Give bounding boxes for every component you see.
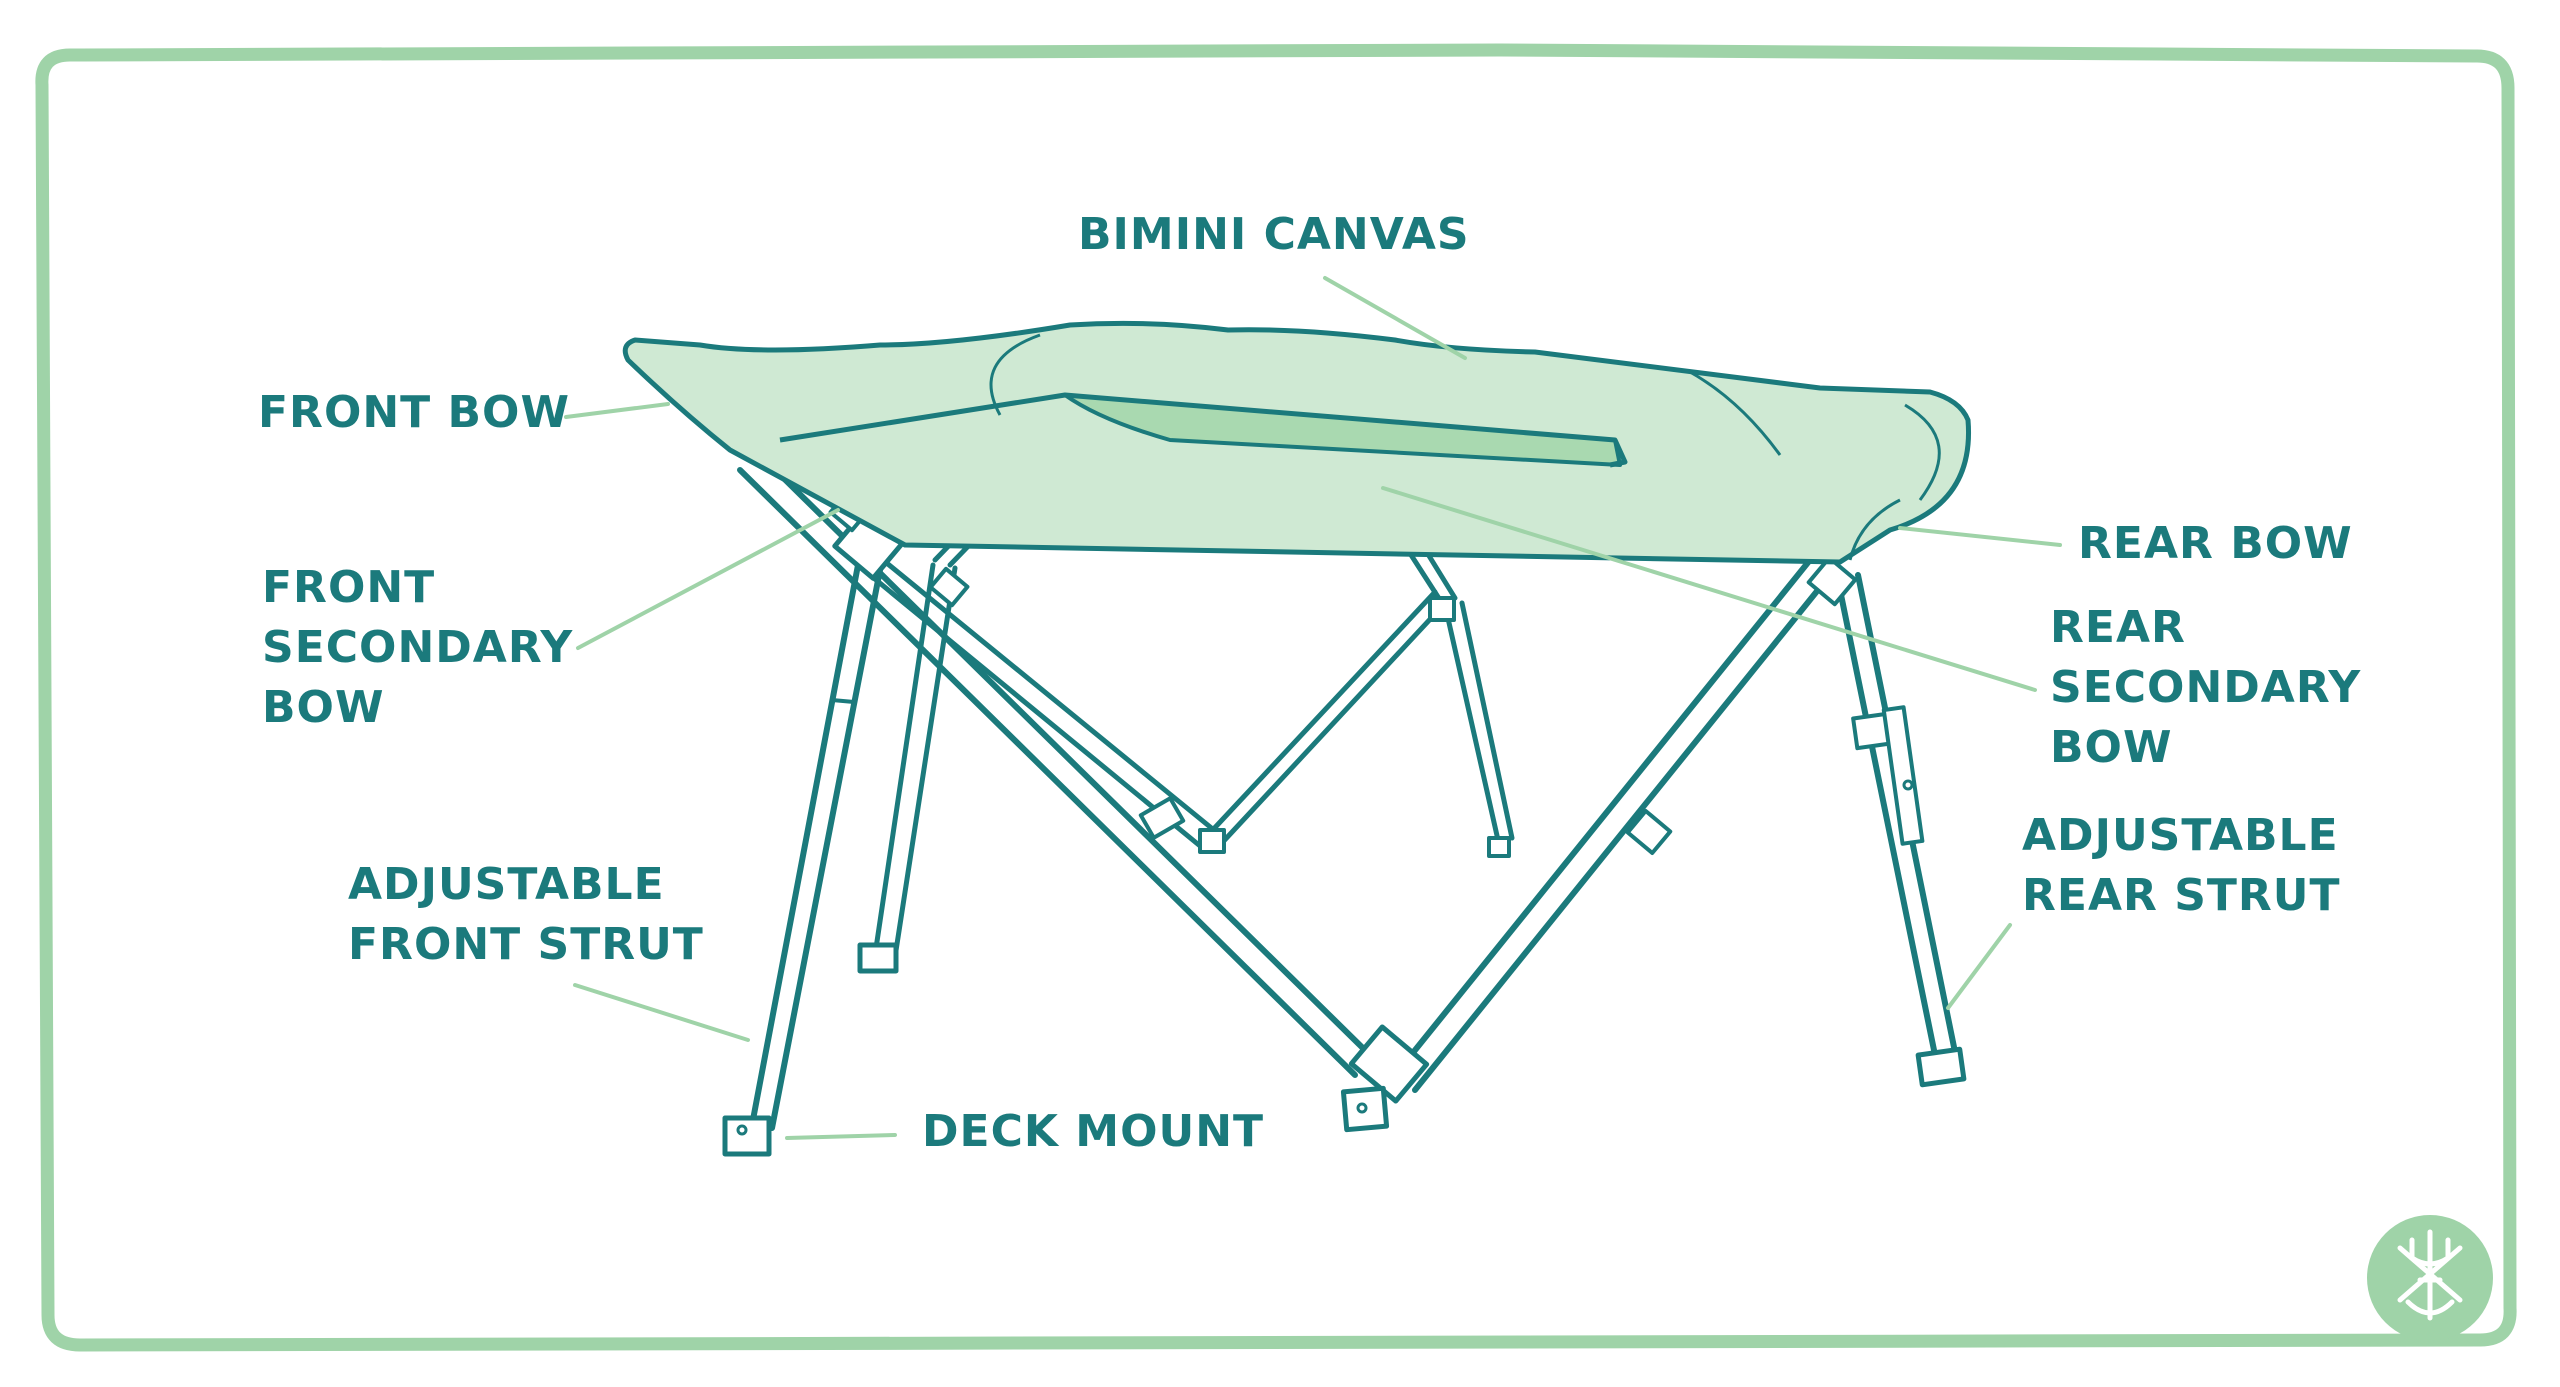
front-secondary-strut: [857, 562, 958, 974]
leader-deck-mount: [785, 1133, 897, 1140]
leader-front-bow: [564, 402, 670, 419]
label-rear-bow: REAR BOW: [2078, 514, 2353, 574]
label-line: BOW: [2050, 722, 2173, 773]
label-line: FRONT BOW: [258, 387, 570, 438]
label-line: ADJUSTABLE: [348, 859, 665, 910]
leader-bimini-canvas: [1323, 276, 1467, 360]
front-diagonal-arm: [867, 557, 1456, 854]
label-adjustable-rear-strut: ADJUSTABLE REAR STRUT: [2022, 806, 2341, 926]
label-line: FRONT STRUT: [348, 919, 704, 970]
label-line: REAR: [2050, 602, 2186, 653]
label-line: SECONDARY: [2050, 662, 2362, 713]
label-adjustable-front-strut: ADJUSTABLE FRONT STRUT: [348, 855, 704, 975]
label-line: DECK MOUNT: [922, 1106, 1265, 1157]
label-line: BOW: [262, 682, 385, 733]
canvas-inner-shade: [1063, 393, 1622, 467]
leader-front-secondary-bow: [576, 508, 840, 650]
center-deck-mount: [1340, 1024, 1430, 1133]
label-front-bow: FRONT BOW: [258, 383, 570, 443]
leader-adjustable-rear-strut: [1946, 923, 2012, 1010]
leader-rear-secondary-bow: [1381, 486, 2037, 692]
label-line: SECONDARY: [262, 622, 574, 673]
label-deck-mount: DECK MOUNT: [922, 1102, 1264, 1162]
label-rear-secondary-bow: REAR SECONDARY BOW: [2050, 598, 2361, 778]
leader-lines: [564, 276, 2062, 1140]
rear-diagonal-bar: [1392, 557, 1833, 1093]
leader-rear-bow: [1898, 526, 2062, 547]
label-line: BIMINI CANVAS: [1078, 209, 1470, 260]
outer-frame: [35, 43, 2517, 1352]
label-line: ADJUSTABLE: [2022, 810, 2339, 861]
label-front-secondary-bow: FRONT SECONDARY BOW: [262, 558, 573, 738]
label-line: REAR STRUT: [2022, 870, 2341, 921]
rear-strut: [1806, 555, 1967, 1088]
trident-anchor-icon: [2397, 1229, 2463, 1321]
label-bimini-canvas: BIMINI CANVAS: [1078, 205, 1470, 265]
front-strut: [722, 562, 883, 1157]
bimini-frame: [722, 412, 1967, 1157]
label-line: REAR BOW: [2078, 518, 2353, 569]
leader-adjustable-front-strut: [573, 983, 750, 1042]
label-line: FRONT: [262, 562, 436, 613]
logo-badge: [2367, 1215, 2493, 1341]
bimini-canvas-shape: [622, 320, 1972, 565]
